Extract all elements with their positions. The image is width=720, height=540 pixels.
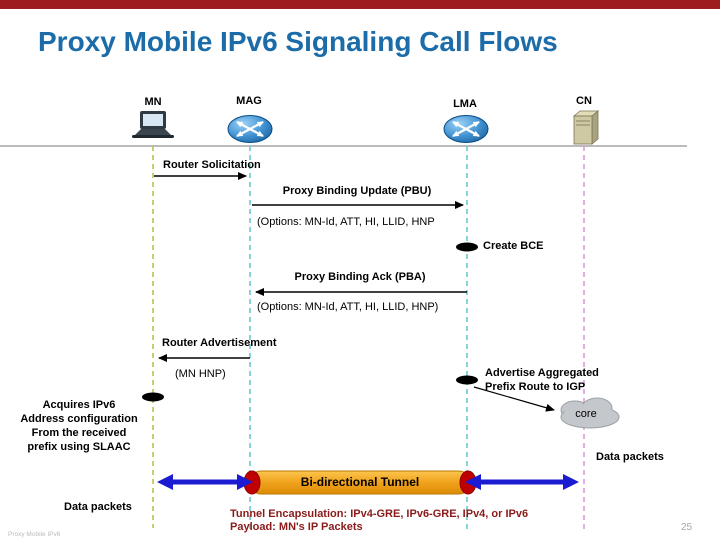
- tunnel-encapsulation-note: Tunnel Encapsulation: IPv4-GRE, IPv6-GRE…: [230, 508, 529, 520]
- message-label-router-advertisement: Router Advertisement: [162, 337, 277, 349]
- message-options-pbu: (Options: MN-Id, ATT, HI, LLID, HNP: [257, 216, 435, 228]
- server-icon: [572, 110, 600, 145]
- data-packets-right-label: Data packets: [596, 451, 664, 463]
- advertise-marker: [456, 375, 478, 385]
- data-arrow-right: [465, 474, 579, 490]
- router-icon-mag: [227, 115, 273, 143]
- message-options-router-advertisement: (MN HNP): [175, 368, 226, 380]
- slide-footer: Proxy Mobile IPv6: [8, 531, 61, 538]
- page-title: Proxy Mobile IPv6 Signaling Call Flows: [38, 26, 558, 57]
- page-number: 25: [681, 522, 693, 533]
- message-label-create-bce: Create BCE: [483, 240, 544, 252]
- entity-label-mn: MN: [144, 96, 162, 108]
- note-advertise-prefix: Advertise Aggregated Prefix Route to IGP: [485, 367, 599, 393]
- data-packets-left-label: Data packets: [64, 501, 132, 513]
- data-arrow-left: [157, 474, 253, 490]
- laptop-icon: [132, 111, 174, 138]
- message-label-pbu: Proxy Binding Update (PBU): [282, 185, 432, 197]
- top-accent-bar: [0, 0, 720, 9]
- tunnel-label: Bi-directional Tunnel: [300, 475, 420, 489]
- router-icon-lma: [443, 115, 489, 143]
- message-options-pba: (Options: MN-Id, ATT, HI, LLID, HNP): [257, 301, 439, 313]
- tunnel-payload-note: Payload: MN's IP Packets: [230, 521, 363, 533]
- create-bce-marker: [456, 242, 478, 252]
- note-slaac: Acquires IPv6 Address configuration From…: [20, 399, 138, 453]
- entity-label-mag: MAG: [236, 95, 262, 107]
- slaac-marker: [142, 392, 164, 402]
- entity-label-cn: CN: [576, 95, 592, 107]
- arrow-to-core: [473, 386, 555, 412]
- core-cloud: [560, 397, 620, 429]
- message-label-router-solicitation: Router Solicitation: [163, 159, 261, 171]
- entity-label-lma: LMA: [453, 98, 477, 110]
- core-cloud-label: core: [575, 408, 597, 420]
- message-label-pba: Proxy Binding Ack (PBA): [294, 271, 426, 283]
